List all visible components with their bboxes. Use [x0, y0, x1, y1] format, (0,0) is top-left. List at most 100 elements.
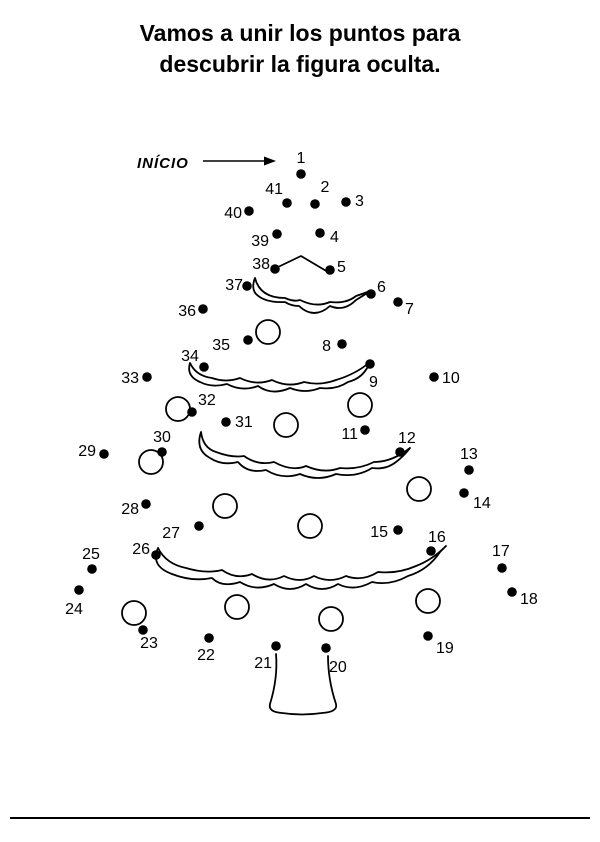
- tree-outline: [154, 255, 447, 716]
- dot-marker: [507, 587, 517, 597]
- dot-number-label: 36: [178, 303, 196, 320]
- dot-number-label: 11: [341, 426, 358, 443]
- dot-marker: [315, 228, 325, 238]
- tree-tier-2-outline: [188, 361, 371, 393]
- dot-36: 36: [178, 303, 208, 320]
- dot-28: 28: [121, 499, 151, 518]
- dot-5: 5: [325, 259, 346, 276]
- tree-tip-outline: [275, 255, 329, 273]
- dot-number-label: 32: [198, 392, 216, 409]
- dot-number-label: 2: [321, 179, 330, 196]
- dot-number-label: 10: [442, 370, 460, 387]
- ornament: [297, 513, 323, 539]
- start-arrow-icon: [203, 156, 276, 166]
- dot-number-label: 15: [370, 524, 388, 541]
- dot-marker: [138, 625, 148, 635]
- dot-marker: [157, 447, 167, 457]
- dot-34: 34: [181, 348, 209, 372]
- dot-marker: [244, 206, 254, 216]
- dot-marker: [187, 407, 197, 417]
- dot-marker: [296, 169, 306, 179]
- dot-marker: [87, 564, 97, 574]
- dot-25: 25: [82, 546, 100, 574]
- dot-16: 16: [426, 529, 446, 556]
- dot-15: 15: [370, 524, 403, 541]
- dot-14: 14: [459, 488, 491, 512]
- dot-marker: [325, 265, 335, 275]
- dot-marker: [141, 499, 151, 509]
- dot-marker: [423, 631, 433, 641]
- dot-marker: [497, 563, 507, 573]
- dot-number-label: 3: [355, 193, 364, 210]
- dot-marker: [272, 229, 282, 239]
- dot-marker: [341, 197, 351, 207]
- dot-number-label: 28: [121, 501, 139, 518]
- start-label: INÍCIO: [137, 155, 189, 172]
- dot-marker: [204, 633, 214, 643]
- ornament: [415, 588, 441, 614]
- title-line-1: Vamos a unir los puntos para: [139, 20, 461, 46]
- dot-1: 1: [296, 150, 306, 179]
- dot-number-label: 7: [405, 301, 414, 318]
- dot-marker: [360, 425, 370, 435]
- dot-marker: [395, 447, 405, 457]
- dot-number-label: 35: [212, 337, 230, 354]
- dot-number-label: 16: [428, 529, 446, 546]
- dot-26: 26: [132, 541, 161, 560]
- ornament: [165, 396, 191, 422]
- ornament: [273, 412, 299, 438]
- dot-marker: [99, 449, 109, 459]
- dot-number-label: 21: [254, 655, 272, 672]
- dot-number-label: 31: [235, 414, 253, 431]
- dot-number-label: 24: [65, 601, 83, 618]
- ornament: [224, 594, 250, 620]
- tree-tier-3-outline: [198, 431, 411, 479]
- dot-marker: [199, 362, 209, 372]
- dot-marker: [310, 199, 320, 209]
- ornaments: [121, 319, 441, 632]
- worksheet-title: Vamos a unir los puntos para descubrir l…: [0, 18, 600, 80]
- dot-marker: [142, 372, 152, 382]
- dot-24: 24: [65, 585, 84, 618]
- ornament: [318, 606, 344, 632]
- title-line-2: descubrir la figura oculta.: [159, 51, 441, 77]
- dot-number-label: 30: [153, 429, 171, 446]
- dot-marker: [243, 335, 253, 345]
- dot-10: 10: [429, 370, 460, 387]
- dot-23: 23: [138, 625, 158, 652]
- dot-21: 21: [254, 641, 281, 672]
- dot-number-label: 12: [398, 430, 416, 447]
- dot-number-label: 9: [369, 374, 378, 391]
- ornament: [121, 600, 147, 626]
- dot-11: 11: [341, 425, 370, 443]
- dot-number-label: 39: [251, 233, 269, 250]
- dot-number-label: 40: [224, 205, 242, 222]
- dot-39: 39: [251, 229, 282, 250]
- dot-marker: [221, 417, 231, 427]
- ornament: [255, 319, 281, 345]
- dot-7: 7: [393, 297, 414, 318]
- tree-trunk-outline: [268, 653, 338, 716]
- dot-number-label: 25: [82, 546, 100, 563]
- dot-number-label: 4: [330, 229, 339, 246]
- dot-marker: [393, 297, 403, 307]
- dot-number-label: 5: [337, 259, 346, 276]
- dot-marker: [426, 546, 436, 556]
- dot-30: 30: [153, 429, 171, 457]
- ornament: [212, 493, 238, 519]
- dot-number-label: 26: [132, 541, 150, 558]
- answer-line: [10, 817, 590, 819]
- dot-marker: [242, 281, 252, 291]
- dot-number-label: 33: [121, 370, 139, 387]
- dot-12: 12: [395, 430, 416, 457]
- dot-number-label: 38: [252, 256, 270, 273]
- dot-marker: [337, 339, 347, 349]
- dot-marker: [271, 641, 281, 651]
- dot-number-label: 14: [473, 495, 491, 512]
- dot-number-label: 18: [520, 591, 538, 608]
- dot-38: 38: [252, 256, 280, 274]
- ornament: [406, 476, 432, 502]
- dot-marker: [464, 465, 474, 475]
- dot-number-label: 22: [197, 647, 215, 664]
